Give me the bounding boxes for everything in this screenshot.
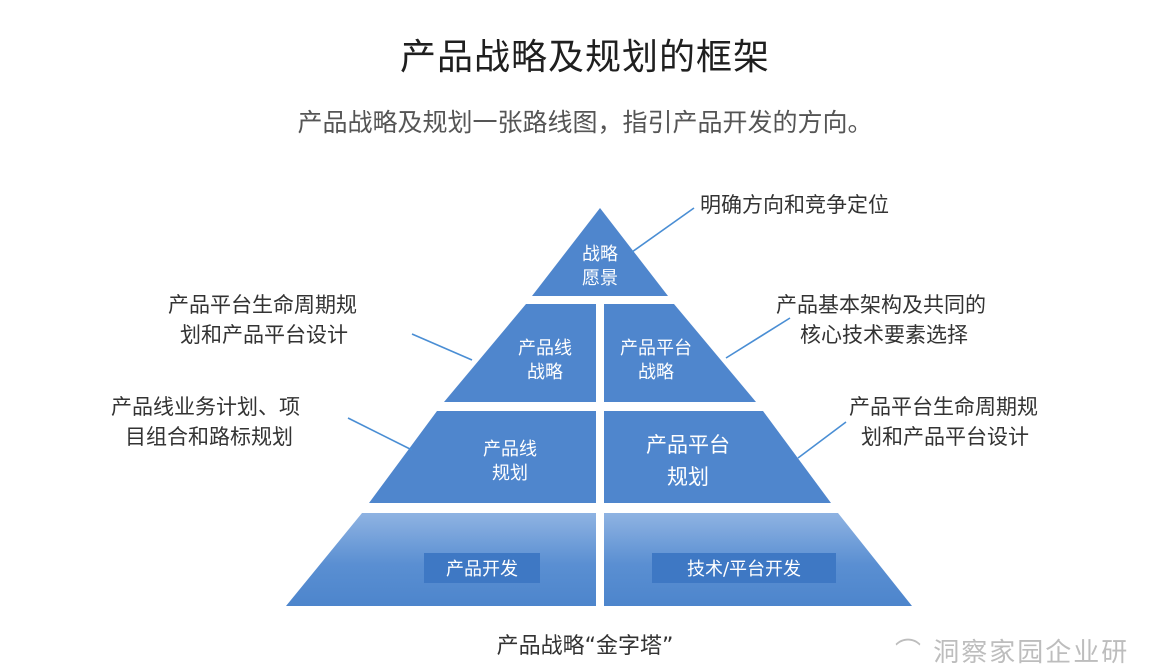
callout-low-right-line-1: 产品平台生命周期规 [849,395,1038,419]
tech-platform-development-box [652,553,836,583]
tier-platform-planning-label-1: 产品平台 [646,433,730,457]
tier-productline-planning-label-2: 规划 [492,463,528,484]
callout-top-right-text: 明确方向和竞争定位 [700,193,889,217]
tech-platform-development-label: 技术/平台开发 [687,559,801,580]
product-development-box [424,553,540,583]
tier-platform-planning-label-2: 规划 [667,465,709,489]
callout-low-left: 产品线业务计划、项 目组合和路标规划 [111,392,300,452]
pyramid-tier-productline-strategy [444,304,596,402]
tier-platform-strategy-label-1: 产品平台 [620,338,692,359]
tier-platform-strategy-label-2: 战略 [638,362,674,383]
leader-line-mid-left [411,333,473,361]
page-subtitle: 产品战略及规划一张路线图，指引产品开发的方向。 [297,108,873,137]
callout-mid-right-line-1: 产品基本架构及共同的 [776,293,986,317]
watermark: ⌒ 洞察家园企业研 [895,638,1130,668]
tier-productline-strategy-label-1: 产品线 [518,338,572,359]
leader-line-mid-right [725,317,791,359]
leader-line-low-right [797,421,847,459]
tier-vision-label-2: 愿景 [582,268,618,289]
product-development-label: 产品开发 [446,559,518,580]
callout-mid-right-line-2: 核心技术要素选择 [800,323,968,347]
callout-mid-left-line-1: 产品平台生命周期规 [168,293,357,317]
leader-line-low-left [347,417,413,451]
tier-productline-planning-label-1: 产品线 [483,439,537,460]
pyramid-tier-platform-strategy [604,304,756,402]
callout-low-right-line-2: 划和产品平台设计 [861,425,1029,449]
callout-low-left-line-2: 目组合和路标规划 [125,425,293,449]
callout-mid-right: 产品基本架构及共同的 核心技术要素选择 [776,290,986,350]
tier-productline-strategy-label-2: 战略 [527,362,563,383]
pyramid-tier-platform-planning [604,411,831,503]
callout-low-right: 产品平台生命周期规 划和产品平台设计 [849,392,1038,452]
callout-mid-left: 产品平台生命周期规 划和产品平台设计 [168,290,357,350]
tier-vision-label-1: 战略 [582,244,618,265]
callout-mid-left-line-2: 划和产品平台设计 [180,323,348,347]
callout-low-left-line-1: 产品线业务计划、项 [111,395,300,419]
pyramid-tier-vision [532,208,668,296]
pyramid-diagram: 战略 愿景 产品线 战略 产品平台 战略 产品线 规划 产品平台 规划 产品开发… [286,207,912,606]
leader-line-top-right [631,207,695,253]
callout-top-right: 明确方向和竞争定位 [700,190,889,220]
pyramid-tier-productline-planning [369,411,596,503]
page-title: 产品战略及规划的框架 [399,37,770,78]
